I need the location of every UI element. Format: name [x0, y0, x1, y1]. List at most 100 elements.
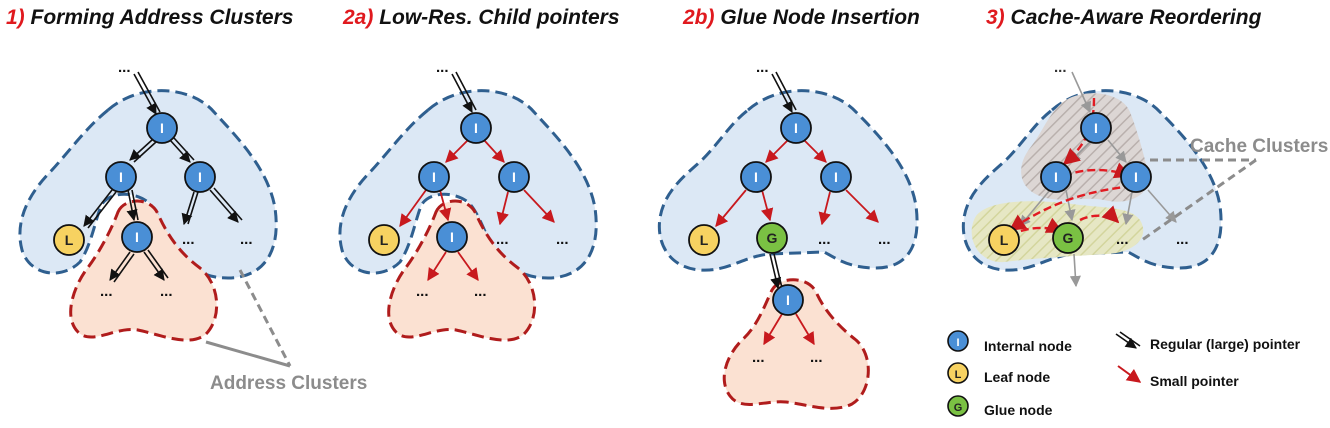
internal-node: I — [1120, 161, 1152, 193]
ellipsis-1c: ... — [100, 283, 113, 300]
glue-node-icon — [947, 395, 969, 417]
legend-small-pointer: Small pointer — [1117, 365, 1239, 389]
legend: I Internal node L Leaf node G Glue node … — [947, 330, 1301, 418]
title-1-text: Forming Address Clusters — [25, 6, 294, 29]
internal-node: I — [460, 112, 492, 144]
svg-text:L: L — [380, 232, 389, 248]
regular-pointers-panel-2a — [451, 71, 477, 113]
panel-2b: ... ... ... ... ... I I I I L G — [657, 59, 919, 410]
address-clusters-label: Address Clusters — [210, 373, 367, 394]
svg-text:I: I — [754, 169, 758, 185]
ellipsis-2a-d: ... — [474, 283, 487, 300]
ellipsis-2b-d: ... — [810, 349, 823, 366]
regular-pointers-panel-1 — [83, 71, 243, 283]
title-1: 1) Forming Address Clusters — [6, 6, 293, 29]
address-cluster-red-2b — [722, 278, 870, 410]
internal-node: I — [820, 161, 852, 193]
ellipsis-2b-b: ... — [878, 231, 891, 248]
svg-text:L: L — [955, 369, 962, 381]
internal-node: I — [772, 284, 804, 316]
internal-node: I — [498, 161, 530, 193]
ellipsis-1a: ... — [182, 231, 195, 248]
ellipsis-3b: ... — [1176, 231, 1189, 248]
title-2a: 2a) Low-Res. Child pointers — [342, 6, 620, 29]
svg-text:I: I — [474, 120, 478, 136]
svg-text:I: I — [956, 337, 959, 349]
leaf-node: L — [53, 224, 85, 256]
small-pointers-panel-2b — [715, 139, 879, 346]
ellipsis-2a-c: ... — [416, 283, 429, 300]
title-1-number: 1) — [6, 6, 25, 29]
svg-text:L: L — [65, 232, 74, 248]
legend-internal: I Internal node — [947, 330, 1072, 354]
svg-text:I: I — [450, 229, 454, 245]
leaf-node: L — [368, 224, 400, 256]
title-3-number: 3) — [986, 6, 1005, 29]
internal-node: I — [105, 161, 137, 193]
ellipsis-2a-b: ... — [556, 231, 569, 248]
svg-text:I: I — [512, 169, 516, 185]
panel-1: ... ... ... ... ... I I I I L — [18, 59, 278, 342]
svg-text:I: I — [198, 169, 202, 185]
internal-node: I — [436, 221, 468, 253]
svg-text:I: I — [1134, 169, 1138, 185]
ellipsis-2a-a: ... — [496, 231, 509, 248]
internal-node-icon — [947, 330, 969, 352]
legend-glue: G Glue node — [947, 395, 1053, 418]
title-3: 3) Cache-Aware Reordering — [986, 6, 1262, 29]
glue-node: G — [1052, 222, 1084, 254]
address-cluster-red-1 — [69, 199, 219, 342]
svg-text:L: L — [700, 232, 709, 248]
internal-node: I — [780, 112, 812, 144]
svg-text:G: G — [767, 230, 778, 246]
svg-text:I: I — [119, 169, 123, 185]
ellipsis-2b-c: ... — [752, 349, 765, 366]
ellipsis-1d: ... — [160, 283, 173, 300]
internal-node: I — [418, 161, 450, 193]
title-3-text: Cache-Aware Reordering — [1005, 6, 1262, 29]
svg-text:I: I — [1094, 120, 1098, 136]
svg-text:L: L — [1000, 232, 1009, 248]
svg-text:I: I — [834, 169, 838, 185]
internal-node: I — [1080, 112, 1112, 144]
legend-leaf: L Leaf node — [947, 362, 1050, 385]
cache-clusters-annotation: Cache Clusters — [1141, 136, 1328, 242]
svg-text:I: I — [1054, 169, 1058, 185]
regular-pointer-icon — [1115, 331, 1141, 349]
title-2b-text: Glue Node Insertion — [715, 6, 920, 29]
svg-text:I: I — [432, 169, 436, 185]
svg-text:I: I — [786, 292, 790, 308]
svg-text:I: I — [794, 120, 798, 136]
legend-regular-pointer-label: Regular (large) pointer — [1150, 336, 1301, 352]
internal-node: I — [121, 221, 153, 253]
legend-internal-label: Internal node — [984, 338, 1072, 354]
address-clusters-annotation: Address Clusters — [205, 269, 367, 394]
title-2a-text: Low-Res. Child pointers — [373, 6, 619, 29]
panel-3: ... ... ... I I I L G Cache Clusters — [961, 59, 1328, 288]
ellipsis-top-2b: ... — [756, 59, 769, 76]
small-pointers-panel-2a — [399, 139, 555, 282]
glue-node: G — [756, 222, 788, 254]
title-2b-number: 2b) — [682, 6, 715, 29]
ellipsis-1b: ... — [240, 231, 253, 248]
regular-pointers-panel-2b — [769, 71, 797, 290]
cache-clusters-label: Cache Clusters — [1190, 136, 1328, 157]
svg-text:I: I — [135, 229, 139, 245]
internal-node: I — [146, 112, 178, 144]
title-2b: 2b) Glue Node Insertion — [682, 6, 920, 29]
ellipsis-top-3: ... — [1054, 59, 1067, 76]
title-2a-number: 2a) — [342, 6, 373, 29]
panel-2a: ... ... ... ... ... I I I I L — [338, 59, 598, 342]
small-pointer-icon — [1117, 365, 1142, 383]
svg-text:I: I — [160, 120, 164, 136]
legend-glue-label: Glue node — [984, 402, 1053, 418]
legend-regular-pointer: Regular (large) pointer — [1115, 331, 1301, 352]
leaf-node-icon — [947, 362, 969, 384]
legend-small-pointer-label: Small pointer — [1150, 373, 1239, 389]
internal-node: I — [184, 161, 216, 193]
ellipsis-3a: ... — [1116, 231, 1129, 248]
address-cluster-red-2a — [387, 199, 537, 342]
internal-node: I — [1040, 161, 1072, 193]
ellipsis-top-2a: ... — [436, 59, 449, 76]
